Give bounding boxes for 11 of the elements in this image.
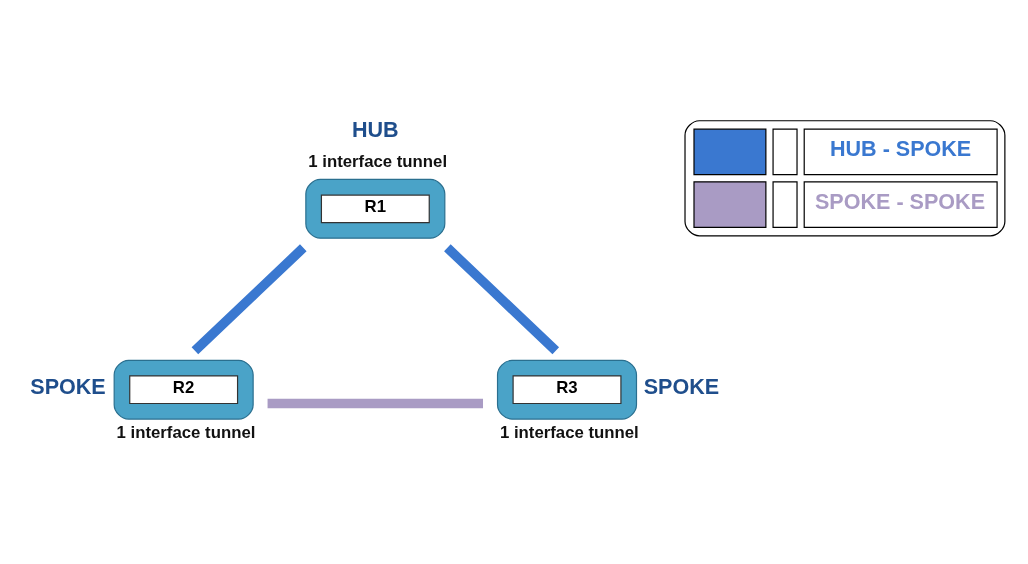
connector (444, 243, 560, 354)
node-label: SPOKE (30, 373, 106, 399)
node-label: 1 interface tunnel (116, 422, 256, 442)
node-label: HUB (351, 116, 399, 142)
legend-label: HUB - SPOKE (829, 135, 972, 161)
connector (191, 243, 307, 354)
connector (267, 398, 483, 408)
node-label: 1 interface tunnel (308, 151, 448, 171)
legend-label: SPOKE - SPOKE (814, 188, 986, 214)
node-label: SPOKE (643, 373, 720, 399)
node-label: 1 interface tunnel (499, 422, 639, 442)
